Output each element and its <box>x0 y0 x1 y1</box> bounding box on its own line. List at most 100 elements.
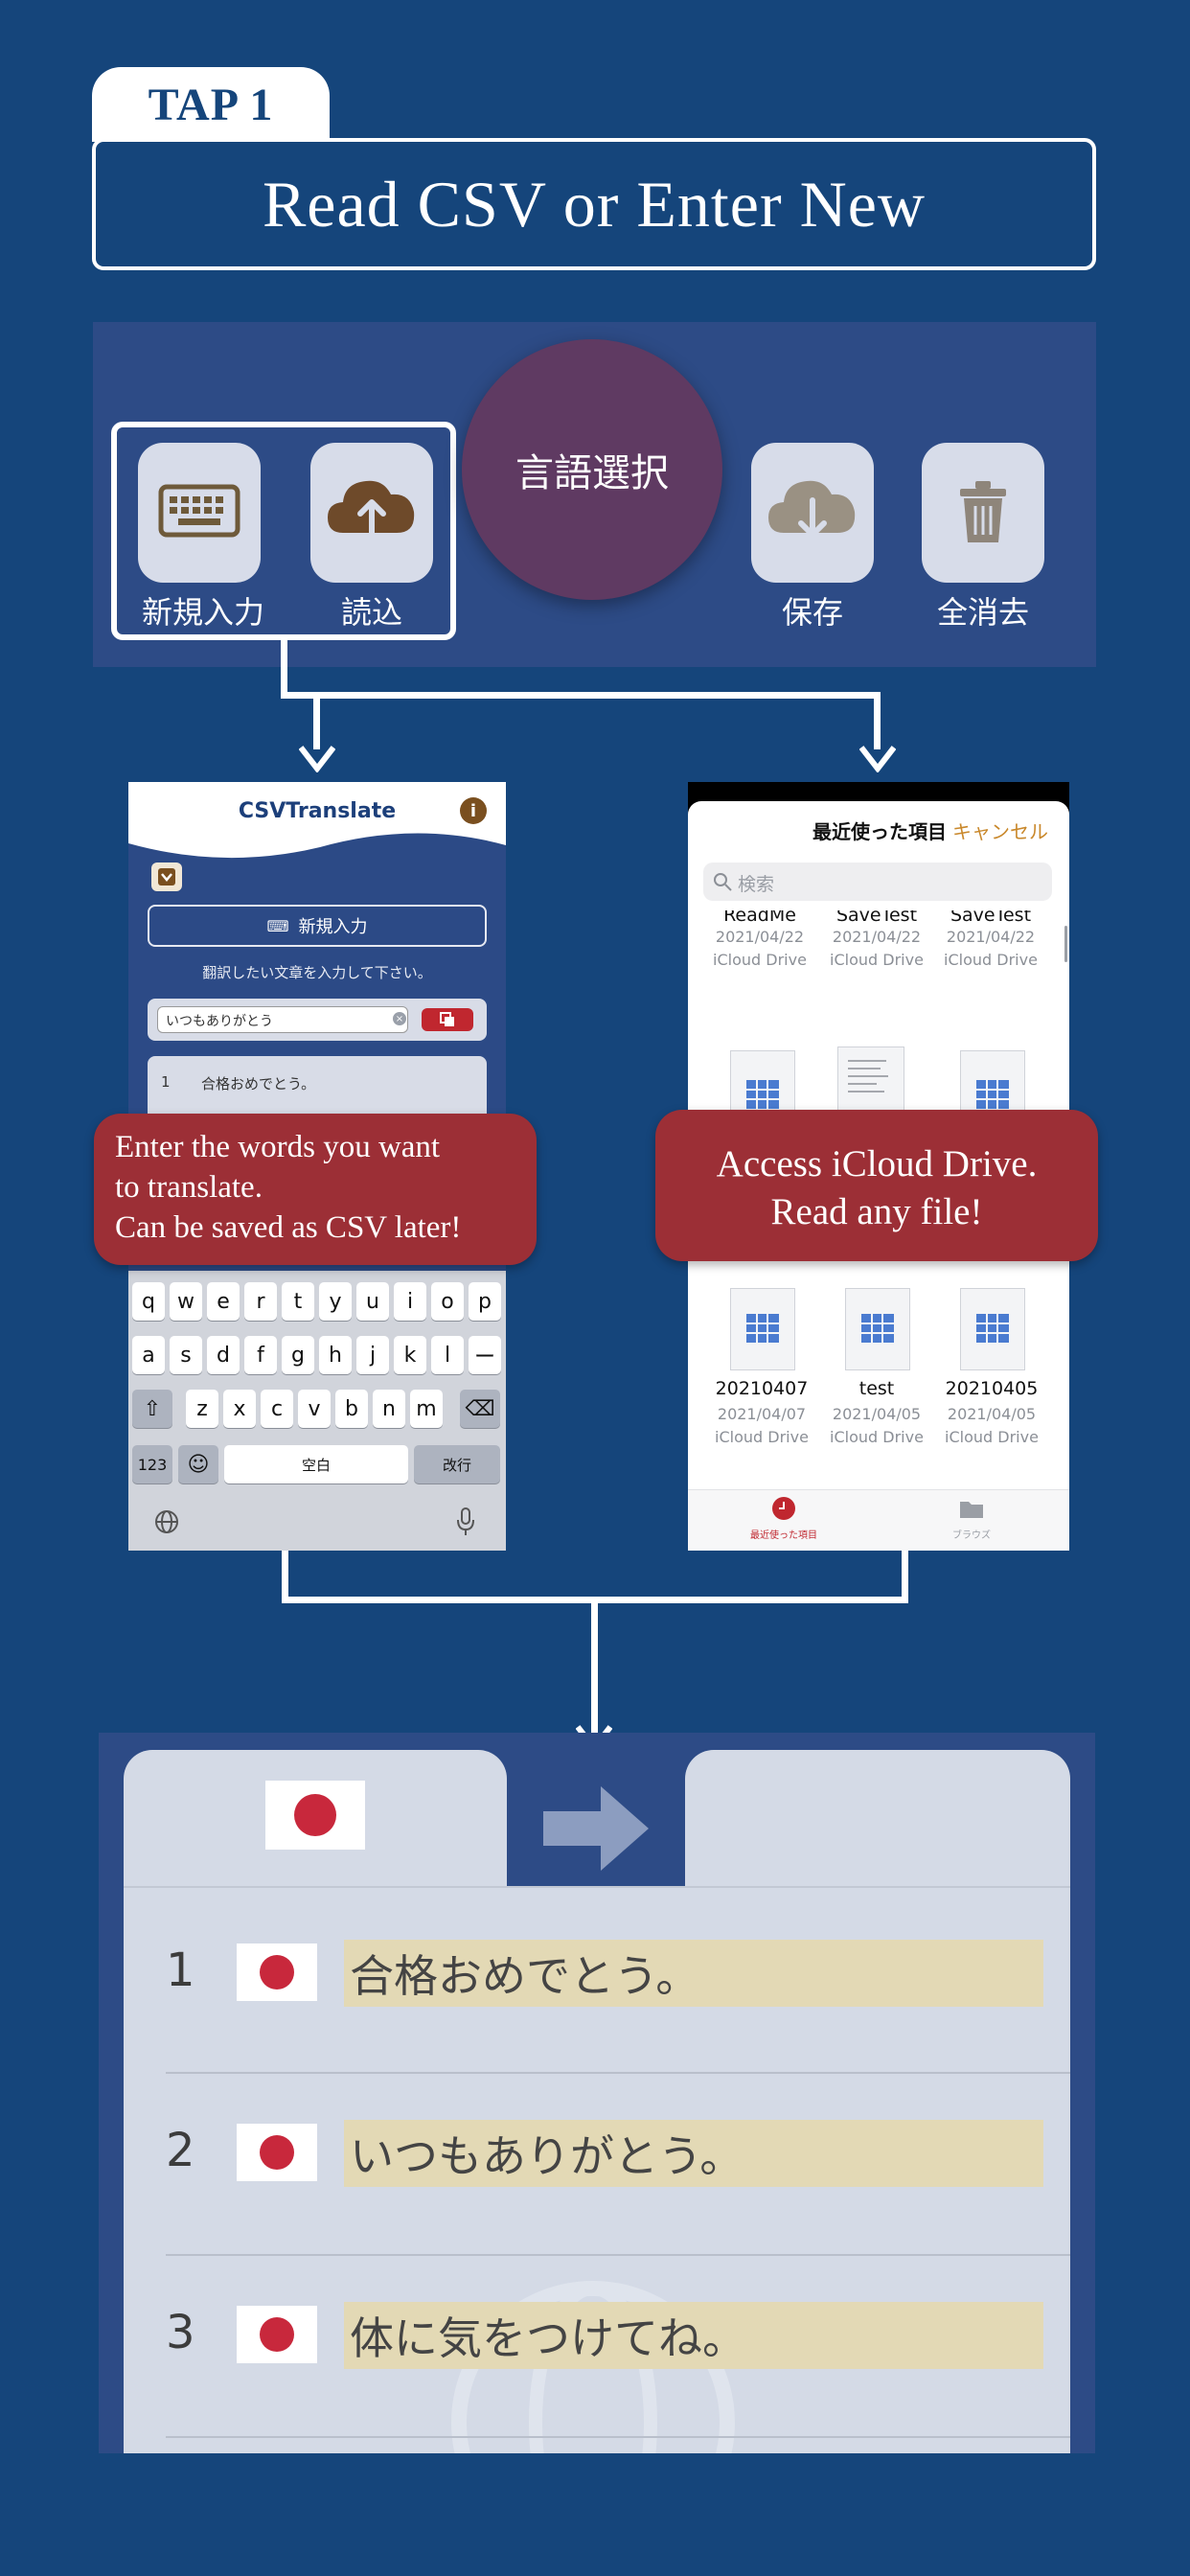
key[interactable]: ー <box>469 1336 501 1374</box>
clear-input-icon[interactable]: × <box>393 1012 406 1025</box>
cloud-download-icon <box>768 480 856 538</box>
app-header-background <box>128 782 506 859</box>
key[interactable]: l <box>431 1336 464 1374</box>
collapse-toggle[interactable] <box>151 862 182 891</box>
delete-icon: ⌫ <box>465 1396 495 1421</box>
info-icon[interactable]: i <box>460 797 487 824</box>
key[interactable]: e <box>207 1282 240 1321</box>
key[interactable]: p <box>469 1282 501 1321</box>
key[interactable]: h <box>319 1336 352 1374</box>
row-number: 1 <box>166 1944 195 1997</box>
key[interactable]: i <box>394 1282 426 1321</box>
save-button[interactable] <box>751 443 874 583</box>
file-date: 2021/04/22 <box>946 928 1036 946</box>
search-icon <box>714 873 732 891</box>
key[interactable]: j <box>356 1336 389 1374</box>
folder-icon <box>960 1502 983 1518</box>
file-location: iCloud Drive <box>713 951 807 969</box>
new-input-field-button[interactable]: ⌨ 新規入力 <box>148 905 487 947</box>
list-item-number: 1 <box>161 1073 171 1091</box>
key[interactable]: r <box>244 1282 277 1321</box>
language-select-button[interactable]: 言語選択 <box>462 339 722 600</box>
key[interactable]: g <box>282 1336 314 1374</box>
file-name: 20210405 <box>945 1378 1039 1399</box>
key[interactable]: m <box>410 1390 443 1428</box>
file-date: 2021/04/05 <box>947 1405 1037 1423</box>
file-row-top: ReadMe 2021/04/22 iCloud Drive SaveTest … <box>688 910 1069 1006</box>
key[interactable]: z <box>186 1390 218 1428</box>
key[interactable]: b <box>335 1390 368 1428</box>
callout-line: Enter the words you want <box>115 1130 441 1164</box>
key[interactable]: s <box>170 1336 202 1374</box>
row-text[interactable]: 合格おめでとう。 <box>344 1940 1043 2007</box>
callout-line: Can be saved as CSV later! <box>115 1210 462 1245</box>
table-row[interactable]: 1 合格おめでとう。 <box>124 1924 1070 2068</box>
instruction-text: 翻訳したい文章を入力して下さい。 <box>202 964 432 981</box>
key[interactable]: n <box>373 1390 405 1428</box>
japan-flag-icon <box>265 1781 365 1850</box>
callout-line: to translate. <box>115 1170 263 1205</box>
key[interactable]: x <box>223 1390 256 1428</box>
key[interactable]: w <box>170 1282 202 1321</box>
trash-icon <box>960 481 1006 542</box>
keyboard-icon: ⌨ <box>266 916 289 935</box>
save-label: 保存 <box>781 594 843 631</box>
key[interactable]: t <box>282 1282 314 1321</box>
key[interactable]: d <box>207 1336 240 1374</box>
new-input-button[interactable] <box>138 443 261 583</box>
key[interactable]: v <box>298 1390 331 1428</box>
connector-line <box>281 692 881 699</box>
file-location: iCloud Drive <box>830 951 924 969</box>
key[interactable]: y <box>319 1282 352 1321</box>
search-bar[interactable]: 検索 <box>703 862 1052 901</box>
emoji-key[interactable]: ☺ <box>178 1445 218 1484</box>
keyboard-icon <box>158 484 240 538</box>
spreadsheet-file-icon[interactable] <box>730 1288 795 1370</box>
key[interactable]: a <box>132 1336 165 1374</box>
globe-icon[interactable] <box>153 1508 180 1535</box>
cancel-button[interactable]: キャンセル <box>952 820 1048 843</box>
language-select-label: 言語選択 <box>515 451 669 495</box>
clear-all-button[interactable] <box>922 443 1044 583</box>
spreadsheet-file-icon[interactable] <box>960 1288 1025 1370</box>
tab-recent[interactable]: 最近使った項目 <box>736 1496 832 1541</box>
scrollbar[interactable] <box>1064 926 1067 962</box>
clock-icon <box>772 1497 795 1520</box>
numbers-key[interactable]: 123 <box>132 1445 172 1484</box>
connector-line <box>282 1551 288 1602</box>
tap-step-tab: TAP 1 <box>92 67 330 142</box>
row-text[interactable]: 体に気をつけてね。 <box>344 2302 1043 2369</box>
page-title: Read CSV or Enter New <box>92 138 1096 270</box>
source-language-tab[interactable] <box>124 1750 507 1903</box>
shift-key[interactable]: ⇧ <box>132 1390 172 1428</box>
text-input[interactable]: いつもありがとう <box>157 1006 408 1033</box>
space-key[interactable]: 空白 <box>224 1445 408 1484</box>
new-input-label: 新規入力 <box>141 594 264 631</box>
table-row[interactable]: 3 体に気をつけてね。 <box>124 2288 1070 2432</box>
delete-key[interactable]: ⌫ <box>460 1390 500 1428</box>
tab-recent-label: 最近使った項目 <box>750 1530 817 1541</box>
translate-button[interactable] <box>422 1008 473 1031</box>
spreadsheet-file-icon[interactable] <box>845 1288 910 1370</box>
file-name: ReadMe <box>723 910 796 926</box>
file-location: iCloud Drive <box>830 1428 924 1446</box>
load-button[interactable] <box>310 443 433 583</box>
table-row[interactable]: 2 いつもありがとう。 <box>124 2106 1070 2250</box>
file-date: 2021/04/22 <box>715 928 805 946</box>
key[interactable]: q <box>132 1282 165 1321</box>
callout-line: Access iCloud Drive. <box>716 1143 1038 1184</box>
list-item[interactable]: 1 合格おめでとう。 <box>148 1056 487 1123</box>
translation-list-panel: 1 合格おめでとう。 2 いつもありがとう。 3 体に気をつけてね。 <box>99 1733 1095 2453</box>
target-language-tab[interactable] <box>685 1750 1070 1903</box>
key[interactable]: u <box>356 1282 389 1321</box>
microphone-icon[interactable] <box>454 1506 477 1537</box>
key[interactable]: o <box>431 1282 464 1321</box>
file-date: 2021/04/22 <box>832 928 922 946</box>
key[interactable]: k <box>394 1336 426 1374</box>
arrow-down-icon <box>859 746 896 772</box>
tab-browse[interactable]: ブラウズ <box>924 1496 1019 1541</box>
key[interactable]: f <box>244 1336 277 1374</box>
return-key[interactable]: 改行 <box>414 1445 500 1484</box>
row-text[interactable]: いつもありがとう。 <box>344 2120 1043 2187</box>
key[interactable]: c <box>261 1390 293 1428</box>
